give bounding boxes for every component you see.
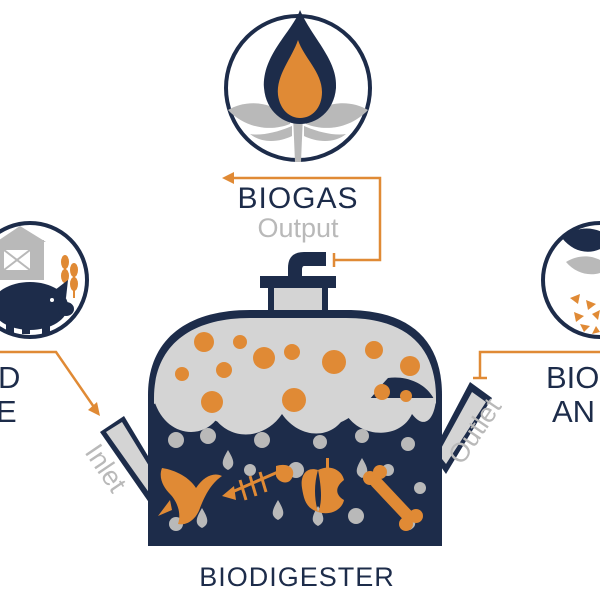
leaf-icon: [562, 228, 600, 275]
biofertilizer-icon-circle: [541, 221, 600, 339]
liquid-bubbles: [168, 428, 426, 531]
biodigester-label: BIODIGESTER: [199, 562, 395, 592]
flame-icon: [263, 10, 337, 124]
bird-icon: [158, 468, 222, 525]
outlet-pipe: [432, 382, 492, 474]
apple-core-icon: [301, 458, 344, 514]
pig-icon: [0, 280, 74, 334]
chimney: [260, 252, 336, 312]
left-label-line2: E: [0, 394, 17, 429]
particles-icon: [570, 294, 600, 334]
gas-bubbles: [175, 332, 420, 413]
output-label: Output: [257, 213, 339, 243]
wheat-icon: [61, 255, 78, 298]
biogas-icon-circle: [224, 10, 372, 162]
fish-bone-icon: [222, 464, 294, 501]
right-label-line1: BIO: [546, 360, 599, 395]
bone-icon: [363, 465, 423, 531]
biodigester-tank: [100, 252, 492, 546]
gas-dome: [154, 318, 436, 424]
farm-icon: [0, 226, 46, 280]
outlet-connector: [473, 350, 600, 380]
biogas-output-connector: [222, 172, 382, 267]
right-label-line2: AN: [552, 394, 595, 429]
feedstock-icon-circle: [0, 221, 89, 339]
left-label-line1: D: [0, 360, 20, 395]
biogas-label: BIOGAS: [237, 182, 358, 215]
inlet-connector: [0, 350, 100, 416]
